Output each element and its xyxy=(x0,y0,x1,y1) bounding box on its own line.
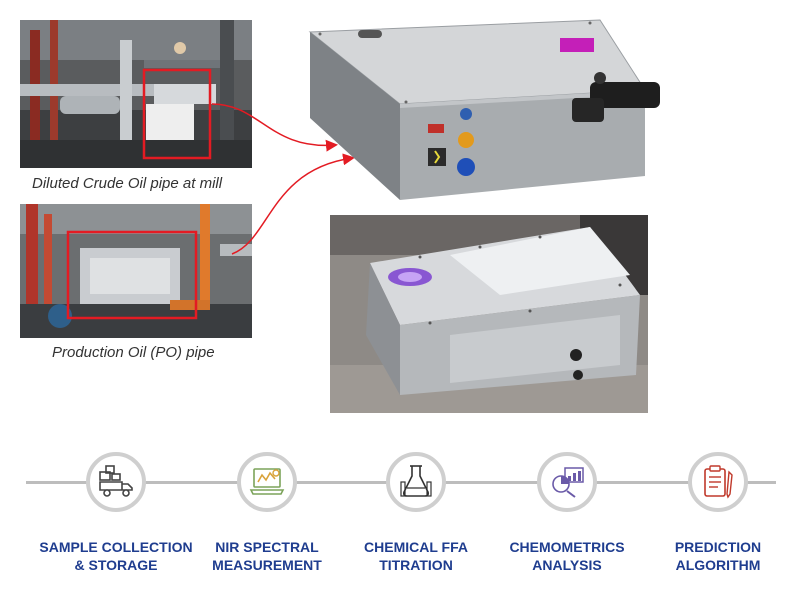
crude-oil-pipe-caption: Diluted Crude Oil pipe at mill xyxy=(32,175,223,192)
step-nir-measurement-node xyxy=(237,452,297,512)
production-oil-pipe-photo xyxy=(20,204,252,338)
po-to-device-arrow xyxy=(231,153,355,255)
step-nir-measurement-label: NIR SPECTRAL MEASUREMENT xyxy=(212,539,322,573)
crude-to-device-arrow xyxy=(211,103,338,152)
flow-arrows xyxy=(211,103,355,255)
step-chemometrics-label: CHEMOMETRICS ANALYSIS xyxy=(509,539,625,573)
step-prediction-node xyxy=(688,452,748,512)
device-3d-render xyxy=(300,10,680,210)
production-oil-pipe-caption: Production Oil (PO) pipe xyxy=(52,344,215,361)
step-chemometrics-node xyxy=(537,452,597,512)
device-prototype-photo xyxy=(330,215,648,413)
step-sample-collection-label: SAMPLE COLLECTION & STORAGE xyxy=(39,539,193,573)
lab-glassware-icon xyxy=(400,465,432,497)
step-ffa-titration-label: CHEMICAL FFA TITRATION xyxy=(364,539,468,573)
clipboard-pen-icon xyxy=(704,465,733,499)
delivery-truck-icon xyxy=(99,465,133,497)
crude-oil-pipe-photo xyxy=(20,20,252,168)
step-ffa-titration-node xyxy=(386,452,446,512)
step-sample-collection-node xyxy=(86,452,146,512)
analytics-chart-icon xyxy=(552,467,584,498)
laptop-spectrum-icon xyxy=(249,468,285,495)
step-prediction-label: PREDICTION ALGORITHM xyxy=(674,539,762,573)
